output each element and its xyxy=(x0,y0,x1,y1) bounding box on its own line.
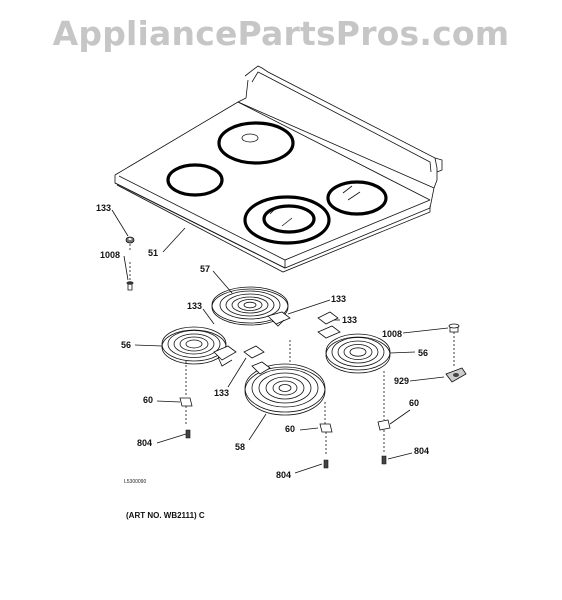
ring-front-center-outer xyxy=(243,195,331,245)
callout-60-left: 60 xyxy=(143,395,153,405)
diagram-code: L5300090 xyxy=(124,479,146,485)
callout-1008-a: 1008 xyxy=(100,250,120,260)
fastener-left xyxy=(125,236,135,291)
ring-front-left xyxy=(166,163,224,197)
callout-51: 51 xyxy=(148,248,158,258)
callout-133-e: 133 xyxy=(214,388,229,398)
ring-front-center-inner xyxy=(262,204,316,234)
watermark: AppliancePartsPros.com xyxy=(52,14,510,53)
element-56-right xyxy=(317,311,391,420)
element-56-left xyxy=(161,326,237,396)
callout-58: 58 xyxy=(235,442,245,452)
callout-56-right: 56 xyxy=(418,348,428,358)
art-number: (ART NO. WB2111) C xyxy=(126,511,205,520)
ring-back-left xyxy=(217,121,295,165)
callout-60-right: 60 xyxy=(409,398,419,408)
ring-right xyxy=(326,180,388,216)
callout-804-mid: 804 xyxy=(276,470,291,480)
callout-1008-b: 1008 xyxy=(382,329,402,339)
callout-133-c: 133 xyxy=(187,301,202,311)
callout-57: 57 xyxy=(200,264,210,274)
callout-133-d: 133 xyxy=(342,315,357,325)
callout-56-left: 56 xyxy=(121,340,131,350)
element-58 xyxy=(243,340,326,424)
callout-929: 929 xyxy=(394,376,409,386)
clips-and-screws xyxy=(179,397,391,469)
leader-lines xyxy=(111,209,449,474)
callout-labels: 133 1008 51 57 133 133 133 56 133 1008 5… xyxy=(96,203,429,520)
cooktop-top xyxy=(114,65,443,273)
callout-804-right: 804 xyxy=(414,446,429,456)
callout-133-a: 133 xyxy=(96,203,111,213)
element-57 xyxy=(211,286,291,327)
callout-60-mid: 60 xyxy=(285,424,295,434)
callout-804-left: 804 xyxy=(137,438,152,448)
callout-133-b: 133 xyxy=(331,294,346,304)
fastener-right xyxy=(445,323,467,383)
